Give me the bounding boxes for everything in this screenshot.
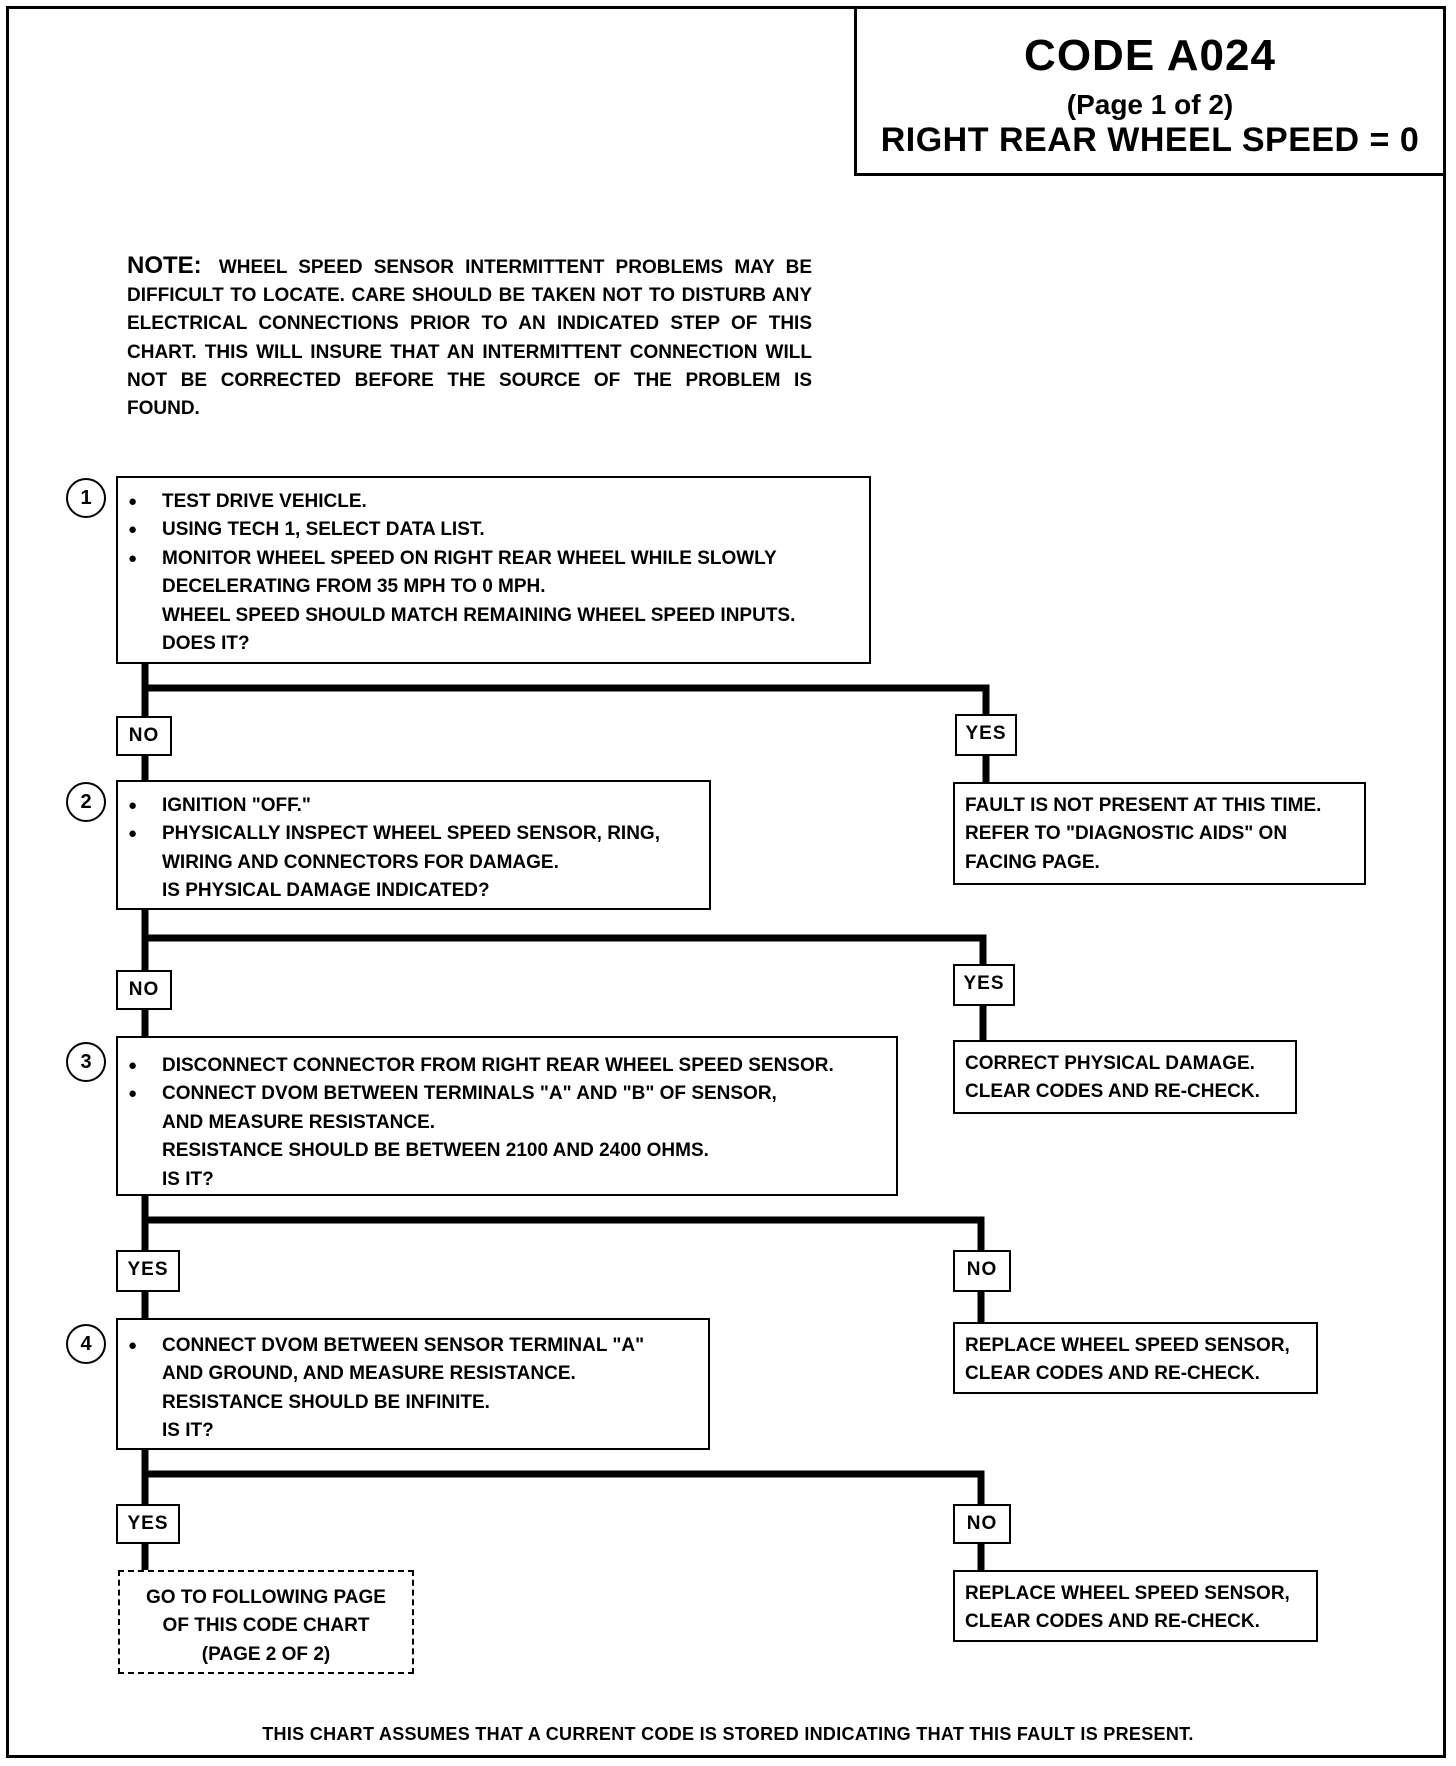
step-3-line: AND MEASURE RESISTANCE. — [162, 1111, 436, 1133]
step-4-line: AND GROUND, AND MEASURE RESISTANCE. — [162, 1363, 576, 1385]
connector-4-right — [141, 1470, 985, 1508]
step-number-4: 4 — [66, 1324, 106, 1364]
code-title: CODE A024 — [1024, 31, 1276, 80]
step-2-bullet: IGNITION "OFF." — [118, 792, 709, 821]
step-1-bullet: TEST DRIVE VEHICLE. — [118, 488, 869, 517]
step-4-line: RESISTANCE SHOULD BE INFINITE. — [162, 1391, 490, 1413]
step-number-1: 1 — [66, 478, 106, 518]
result-line: REFER TO "DIAGNOSTIC AIDS" ON — [965, 823, 1288, 845]
step-1-line: WHEEL SPEED SHOULD MATCH REMAINING WHEEL… — [162, 604, 796, 626]
step-3-bullet: CONNECT DVOM BETWEEN TERMINALS "A" AND "… — [118, 1080, 896, 1109]
step-2-bullet: PHYSICALLY INSPECT WHEEL SPEED SENSOR, R… — [118, 820, 709, 849]
note-label: NOTE: — [127, 252, 202, 279]
step-1-yes-result: FAULT IS NOT PRESENT AT THIS TIME. REFER… — [953, 782, 1366, 885]
result-line: CLEAR CODES AND RE-CHECK. — [965, 1081, 1260, 1103]
step-1-question: DOES IT? — [162, 633, 250, 655]
page-indicator: (Page 1 of 2) — [1066, 89, 1234, 120]
goto-line: OF THIS CODE CHART — [162, 1615, 370, 1637]
step-2-no-label: NO — [116, 970, 172, 1010]
step-3-no-label: NO — [953, 1250, 1011, 1292]
step-1-box: TEST DRIVE VEHICLE. USING TECH 1, SELECT… — [116, 476, 871, 664]
goto-next-page-box: GO TO FOLLOWING PAGE OF THIS CODE CHART … — [118, 1570, 414, 1674]
connector-3-right — [141, 1216, 985, 1254]
step-3-line: RESISTANCE SHOULD BE BETWEEN 2100 AND 24… — [162, 1140, 709, 1162]
step-3-yes-label: YES — [116, 1250, 180, 1292]
result-line: CLEAR CODES AND RE-CHECK. — [965, 1363, 1260, 1385]
step-3-question: IS IT? — [162, 1168, 214, 1190]
connector-1-right — [141, 684, 990, 718]
result-line: CORRECT PHYSICAL DAMAGE. — [965, 1053, 1255, 1074]
step-1-bullet: USING TECH 1, SELECT DATA LIST. — [118, 516, 869, 545]
step-1-line: DECELERATING FROM 35 MPH TO 0 MPH. — [162, 576, 546, 598]
step-4-question: IS IT? — [162, 1420, 214, 1442]
note-block: NOTE: WHEEL SPEED SENSOR INTERMITTENT PR… — [127, 252, 812, 423]
goto-line: (PAGE 2 OF 2) — [201, 1643, 331, 1665]
step-4-no-label: NO — [953, 1504, 1011, 1544]
step-1-no-label: NO — [116, 716, 172, 756]
step-2-line: WIRING AND CONNECTORS FOR DAMAGE. — [162, 851, 559, 873]
step-3-bullet: DISCONNECT CONNECTOR FROM RIGHT REAR WHE… — [118, 1052, 896, 1081]
step-4-yes-label: YES — [116, 1504, 180, 1544]
title-box: CODE A024 (Page 1 of 2) RIGHT REAR WHEEL… — [854, 6, 1446, 176]
result-line: FACING PAGE. — [965, 851, 1100, 873]
result-line: CLEAR CODES AND RE-CHECK. — [965, 1611, 1260, 1633]
step-1-bullet: MONITOR WHEEL SPEED ON RIGHT REAR WHEEL … — [118, 545, 869, 574]
footer-note: THIS CHART ASSUMES THAT A CURRENT CODE I… — [262, 1724, 1194, 1744]
step-number-2: 2 — [66, 782, 106, 822]
result-line: REPLACE WHEEL SPEED SENSOR, — [965, 1583, 1290, 1604]
step-4-no-result: REPLACE WHEEL SPEED SENSOR, CLEAR CODES … — [953, 1570, 1318, 1642]
goto-line: GO TO FOLLOWING PAGE — [146, 1587, 386, 1608]
page-border — [6, 6, 1446, 1758]
step-4-bullet: CONNECT DVOM BETWEEN SENSOR TERMINAL "A" — [118, 1332, 708, 1361]
step-1-yes-label: YES — [955, 714, 1017, 756]
result-line: REPLACE WHEEL SPEED SENSOR, — [965, 1335, 1290, 1356]
step-2-question: IS PHYSICAL DAMAGE INDICATED? — [162, 880, 490, 902]
step-2-yes-label: YES — [953, 964, 1015, 1006]
chart-subtitle: RIGHT REAR WHEEL SPEED = 0 — [880, 121, 1420, 159]
step-2-yes-result: CORRECT PHYSICAL DAMAGE. CLEAR CODES AND… — [953, 1040, 1297, 1114]
connector-2-right — [141, 934, 987, 968]
step-2-box: IGNITION "OFF." PHYSICALLY INSPECT WHEEL… — [116, 780, 711, 910]
note-text: WHEEL SPEED SENSOR INTERMITTENT PROBLEMS… — [127, 257, 813, 420]
step-4-box: CONNECT DVOM BETWEEN SENSOR TERMINAL "A"… — [116, 1318, 710, 1450]
step-number-3: 3 — [66, 1042, 106, 1082]
result-line: FAULT IS NOT PRESENT AT THIS TIME. — [965, 795, 1322, 816]
step-3-box: DISCONNECT CONNECTOR FROM RIGHT REAR WHE… — [116, 1036, 898, 1196]
step-3-no-result: REPLACE WHEEL SPEED SENSOR, CLEAR CODES … — [953, 1322, 1318, 1394]
